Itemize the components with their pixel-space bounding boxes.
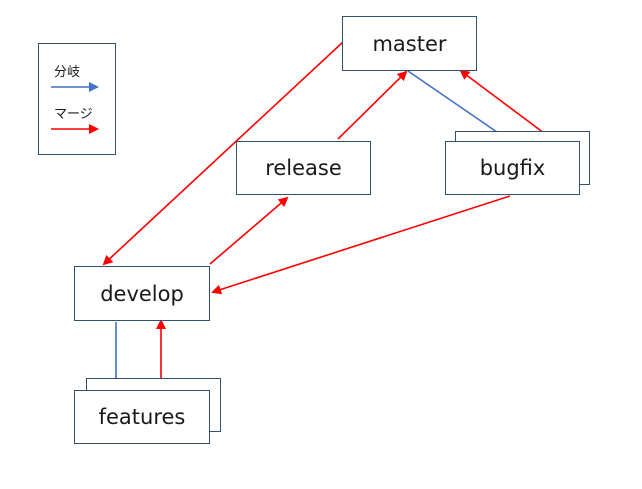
node-master[interactable]: master <box>342 16 477 71</box>
arrow-bugfix-to-develop <box>211 195 511 295</box>
node-release[interactable]: release <box>236 141 371 195</box>
arrow-develop-to-release <box>209 196 289 265</box>
node-features[interactable]: features <box>74 390 210 444</box>
arrow-release-to-master <box>337 70 408 140</box>
legend-merge-arrow-icon <box>51 124 99 134</box>
arrow-master-to-bugfix <box>407 70 512 143</box>
legend: 分岐 マージ <box>38 43 116 155</box>
arrow-master-to-develop <box>102 41 344 266</box>
legend-branch-label: 分岐 <box>54 65 81 80</box>
legend-merge-label: マージ <box>54 107 93 122</box>
node-develop[interactable]: develop <box>74 266 210 321</box>
node-bugfix[interactable]: bugfix <box>445 141 580 195</box>
legend-branch-arrow-icon <box>51 82 99 92</box>
arrow-bugfix-to-master <box>459 69 557 143</box>
